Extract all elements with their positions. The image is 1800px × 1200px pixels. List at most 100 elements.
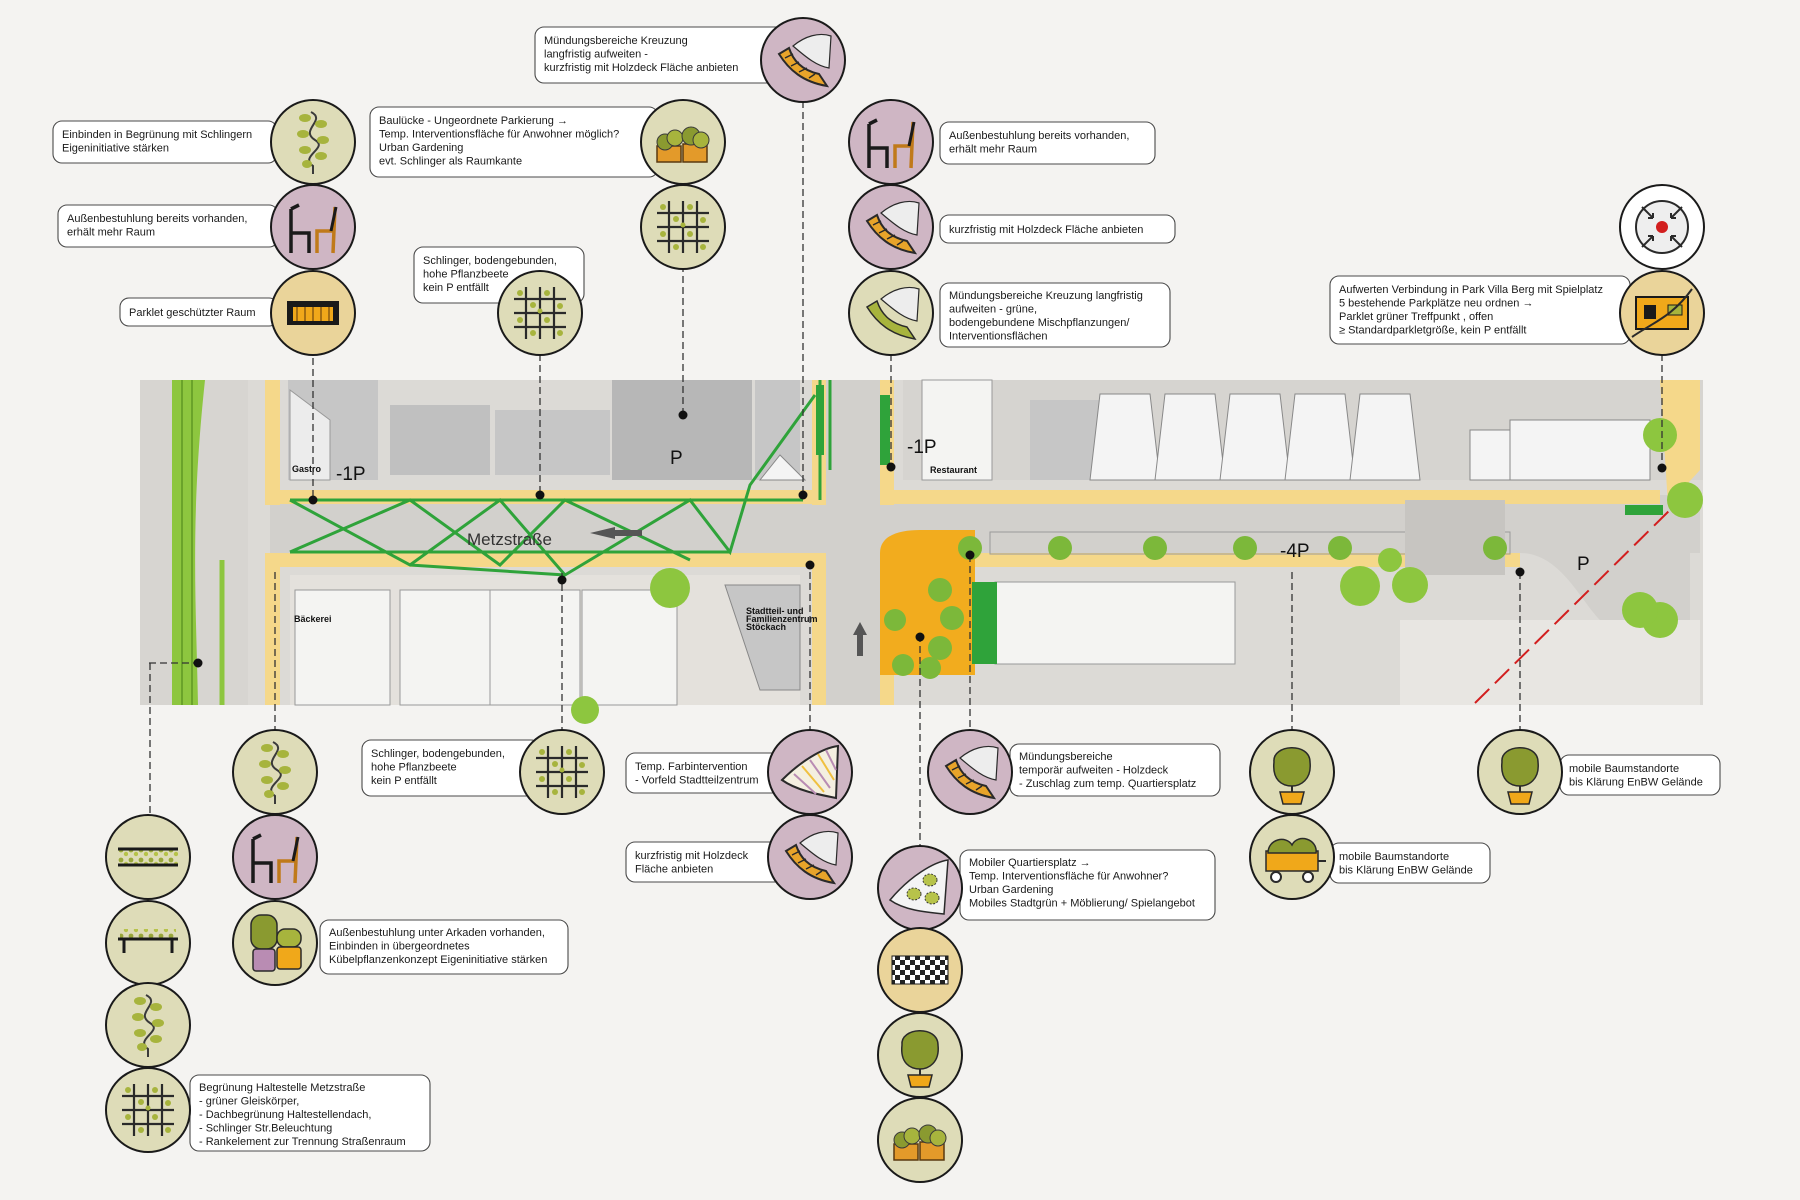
trellis-grid-icon xyxy=(519,729,605,815)
leader-endpoints xyxy=(193,410,1667,668)
callout-c14-line-3: - Zuschlag zum temp. Quartiersplatz xyxy=(1019,778,1196,790)
mobile-tree-icon xyxy=(1477,729,1563,815)
wooden-deck-corner-icon xyxy=(767,814,853,900)
callout-c10-line-4: ≥ Standardparkletgröße, kein P entfällt xyxy=(1339,325,1526,337)
callout-c15-line-3: Urban Gardening xyxy=(969,884,1053,896)
planter-box-icon xyxy=(877,1097,963,1183)
callout-c16-line-2: bis Klärung EnBW Gelände xyxy=(1339,865,1473,877)
callout-c14-line-2: temporär aufweiten - Holzdeck xyxy=(1019,765,1169,777)
wooden-deck-corner-icon xyxy=(927,729,1013,815)
planter-box-icon xyxy=(640,99,726,185)
mobile-tree-icon xyxy=(1249,729,1335,815)
callout-c6-line-3: kein P entfällt xyxy=(423,282,489,294)
callout-c18-line-3: Kübelpflanzenkonzept Eigeninitiative stä… xyxy=(329,954,547,966)
map-label-minus-4p: -4P xyxy=(1280,541,1310,562)
mobile-square-icon xyxy=(877,845,963,931)
park-connection-icon xyxy=(1619,270,1705,356)
color-intervention-icon xyxy=(767,729,853,815)
callout-c7-line-1: Außenbestuhlung bereits vorhanden, xyxy=(949,130,1129,142)
callout-c4-line-4: evt. Schlinger als Raumkante xyxy=(379,156,522,168)
callout-c5-line-3: kurzfristig mit Holzdeck Fläche anbieten xyxy=(544,62,738,74)
callout-c9-line-3: bodengebundene Mischpflanzungen/ xyxy=(949,317,1130,329)
callout-c19-line-4: - Schlinger Str.Beleuchtung xyxy=(199,1123,332,1135)
outdoor-chairs-icon xyxy=(232,814,318,900)
checkered-floor-icon xyxy=(877,927,963,1013)
trellis-grid-icon xyxy=(640,184,726,270)
callout-c7-line-2: erhält mehr Raum xyxy=(949,144,1037,156)
leader-lines xyxy=(148,90,1663,845)
callout-c10-line-2: 5 bestehende Parkplätze neu ordnen → xyxy=(1339,298,1533,310)
callout-c15-line-2: Temp. Interventionsfläche für Anwohner? xyxy=(969,871,1168,883)
map-label-restaurant: Restaurant xyxy=(930,465,977,475)
climbing-plant-icon xyxy=(270,99,356,185)
callout-c6-line-1: Schlinger, bodengebunden, xyxy=(423,255,557,267)
map-label-minus-1p-east: -1P xyxy=(907,437,937,458)
outdoor-chairs-icon xyxy=(270,184,356,270)
callout-c19-line-2: - grüner Gleiskörper, xyxy=(199,1096,299,1108)
callout-c1-line-2: Eigeninitiative stärken xyxy=(62,143,169,155)
traffic-calming-icon xyxy=(1619,184,1705,270)
callout-c10-line-3: Parklet grüner Treffpunkt , offen xyxy=(1339,311,1493,323)
wooden-deck-corner-icon xyxy=(760,17,846,103)
callout-c14-line-1: Mündungsbereiche xyxy=(1019,751,1113,763)
parklet-icon xyxy=(270,270,356,356)
callout-c18-line-2: Einbinden in übergeordnetes xyxy=(329,941,470,953)
potted-plants-icon xyxy=(232,900,318,986)
callout-c11-line-1: Schlinger, bodengebunden, xyxy=(371,748,505,760)
callout-c4-line-1: Baulücke - Ungeordnete Parkierung → xyxy=(379,115,568,127)
callout-c8-line-1: kurzfristig mit Holzdeck Fläche anbieten xyxy=(949,224,1143,236)
green-track-icon xyxy=(105,814,191,900)
map-label-baeckerei: Bäckerei xyxy=(294,614,332,624)
callout-c19-line-5: - Rankelement zur Trennung Straßenraum xyxy=(199,1136,406,1148)
callout-texts: Einbinden in Begrünung mit SchlingernEig… xyxy=(62,35,1703,1148)
callout-c4-line-2: Temp. Interventionsfläche für Anwohner m… xyxy=(379,129,619,141)
green-roof-icon xyxy=(105,900,191,986)
callout-c9-line-4: Interventionsflächen xyxy=(949,331,1047,343)
map-label-stadtteilzentrum-3: Stöckach xyxy=(746,622,786,632)
map-label-minus-1p-west: -1P xyxy=(336,464,366,485)
callout-c2-line-2: erhält mehr Raum xyxy=(67,227,155,239)
callout-c17-line-2: bis Klärung EnBW Gelände xyxy=(1569,777,1703,789)
map-label-stadtteilzentrum-1: Stadtteil- und xyxy=(746,606,804,616)
callout-c10-line-1: Aufwerten Verbindung in Park Villa Berg … xyxy=(1339,284,1603,296)
green-corner-planting-icon xyxy=(848,270,934,356)
climbing-plant-icon xyxy=(105,982,191,1068)
climbing-plant-icon xyxy=(232,729,318,815)
callout-c16-line-1: mobile Baumstandorte xyxy=(1339,851,1449,863)
parking-label-west: P xyxy=(670,448,683,469)
callout-c15-line-1: Mobiler Quartiersplatz → xyxy=(969,857,1091,869)
callout-c19-line-3: - Dachbegrünung Haltestellendach, xyxy=(199,1109,371,1121)
trellis-grid-icon xyxy=(497,270,583,356)
outdoor-chairs-icon xyxy=(848,99,934,185)
map-label-stadtteilzentrum-2: Familienzentrum xyxy=(746,614,818,624)
planter-cart-icon xyxy=(1249,814,1335,900)
callout-c4-line-3: Urban Gardening xyxy=(379,142,463,154)
callout-c13-line-1: kurzfristig mit Holzdeck xyxy=(635,850,749,862)
icon-circles xyxy=(105,17,1705,1183)
callout-c3-line-1: Parklet geschützter Raum xyxy=(129,307,256,319)
callout-c5-line-1: Mündungsbereiche Kreuzung xyxy=(544,35,688,47)
parking-label-east: P xyxy=(1577,554,1590,575)
callout-c19-line-1: Begrünung Haltestelle Metzstraße xyxy=(199,1082,365,1094)
callout-c17-line-1: mobile Baumstandorte xyxy=(1569,763,1679,775)
wooden-deck-corner-icon xyxy=(848,184,934,270)
map-label-gastro: Gastro xyxy=(292,464,322,474)
callout-boxes xyxy=(52,26,1721,1152)
callout-c11-line-3: kein P entfällt xyxy=(371,775,437,787)
trellis-grid-icon xyxy=(105,1067,191,1153)
callout-c15-line-4: Mobiles Stadtgrün + Möblierung/ Spielang… xyxy=(969,898,1195,910)
callout-c11-line-2: hohe Pflanzbeete xyxy=(371,762,457,774)
callout-c5-line-2: langfristig aufweiten - xyxy=(544,49,648,61)
callout-c13-line-2: Fläche anbieten xyxy=(635,864,713,876)
callout-c9-line-2: aufweiten - grüne, xyxy=(949,304,1037,316)
callout-c1-line-1: Einbinden in Begrünung mit Schlingern xyxy=(62,129,252,141)
callout-c18-line-1: Außenbestuhlung unter Arkaden vorhanden, xyxy=(329,927,545,939)
street-name-label: Metzstraße xyxy=(467,530,552,549)
callout-c6-line-2: hohe Pflanzbeete xyxy=(423,269,509,281)
callout-c2-line-1: Außenbestuhlung bereits vorhanden, xyxy=(67,213,247,225)
callout-c12-line-1: Temp. Farbintervention xyxy=(635,761,748,773)
callout-c12-line-2: - Vorfeld Stadtteilzentrum xyxy=(635,775,759,787)
street-map: P Gastro xyxy=(140,379,1703,724)
callout-c9-line-1: Mündungsbereiche Kreuzung langfristig xyxy=(949,290,1143,302)
